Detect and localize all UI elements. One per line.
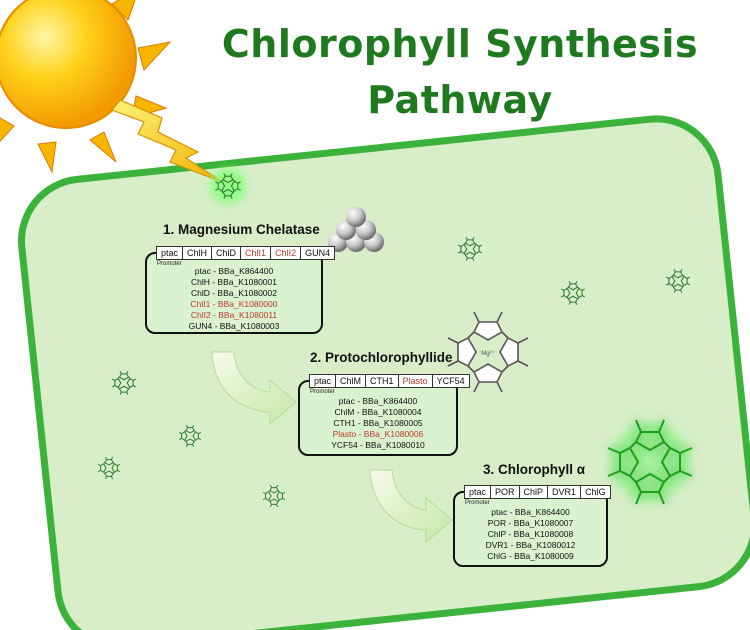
list-item: Plasto - BBa_K1080006 — [332, 429, 424, 439]
list-item: YCF54 - BBa_K1080010 — [331, 440, 425, 450]
construct-part: ChlI2 — [271, 247, 302, 259]
construct-part: Plasto — [398, 375, 433, 387]
construct-part: ptac — [465, 486, 492, 498]
construct-part: DVR1 — [548, 486, 582, 498]
list-item: ptac - BBa_K864400 — [338, 396, 418, 406]
stage-2-card — [298, 380, 458, 456]
page-title-line-2: Pathway — [367, 78, 553, 122]
list-item: ptac - BBa_K864400 — [194, 266, 274, 276]
construct-part: ptac — [157, 247, 184, 259]
stage-1-parts-list: ptac - BBa_K864400 ChlH - BBa_K1080001 C… — [145, 266, 323, 332]
construct-part: GUN4 — [301, 247, 335, 259]
chlorophyll-molecule-icon — [607, 419, 693, 505]
molecule-label: Mg²⁺ — [481, 350, 495, 357]
construct-part: CTH1 — [366, 375, 399, 387]
stage-3-construct: ptac POR ChlP DVR1 ChlG — [464, 485, 611, 499]
construct-part: ChlG — [581, 486, 610, 498]
stage-3-parts-list: ptac - BBa_K864400 POR - BBa_K1080007 Ch… — [453, 507, 608, 562]
curved-arrow-icon — [211, 351, 297, 426]
promoter-label: Promoter — [465, 500, 490, 506]
promoter-label: Promoter — [157, 261, 182, 267]
stage-1-construct: ptac ChlH ChlD ChlI1 ChlI2 GUN4 — [156, 246, 336, 260]
construct-part: ChlP — [519, 486, 549, 498]
list-item: ChlG - BBa_K1080009 — [487, 551, 574, 561]
glowing-porphyrin-icon — [210, 168, 246, 204]
list-item: ChlD - BBa_K1080002 — [190, 288, 277, 298]
list-item: ptac - BBa_K864400 — [491, 507, 570, 517]
construct-part: ptac — [310, 375, 337, 387]
list-item: POR - BBa_K1080007 — [487, 518, 574, 528]
construct-part: ChlH — [183, 247, 213, 259]
list-item: CTH1 - BBa_K1080005 — [333, 418, 423, 428]
stage-3-title: 3. Chlorophyll α — [483, 462, 586, 477]
stage-2-title: 2. Protochlorophyllide — [310, 350, 453, 365]
list-item: DVR1 - BBa_K1080012 — [485, 540, 576, 550]
stage-1-title: 1. Magnesium Chelatase — [163, 222, 320, 237]
porphyrin-molecule-icon: Mg²⁺ — [447, 311, 529, 393]
cell-membrane — [17, 115, 750, 630]
list-item: ChlI2 - BBa_K1080011 — [190, 310, 278, 320]
list-item: ChlI1 - BBa_K1080000 — [190, 299, 278, 309]
stage-2-construct: ptac ChlM CTH1 Plasto YCF54 — [309, 374, 470, 388]
promoter-label: Promoter — [310, 389, 335, 395]
page-title: Chlorophyll Synthesis — [221, 22, 699, 66]
stage-1-card — [145, 252, 323, 334]
stage-2-parts-list: ptac - BBa_K864400 ChlM - BBa_K1080004 C… — [298, 396, 458, 451]
curved-arrow-icon — [369, 469, 453, 544]
construct-part: POR — [491, 486, 520, 498]
list-item: ChlP - BBa_K1080008 — [487, 529, 574, 539]
construct-part: ChlI1 — [241, 247, 272, 259]
construct-part: ChlM — [336, 375, 367, 387]
construct-part: YCF54 — [432, 375, 469, 387]
list-item: ChlH - BBa_K1080001 — [190, 277, 277, 287]
list-item: ChlM - BBa_K1080004 — [334, 407, 422, 417]
sun-icon — [0, 0, 172, 174]
construct-part: ChlD — [212, 247, 242, 259]
list-item: GUN4 - BBa_K1080003 — [188, 321, 280, 331]
lightning-bolt-icon — [111, 99, 223, 183]
